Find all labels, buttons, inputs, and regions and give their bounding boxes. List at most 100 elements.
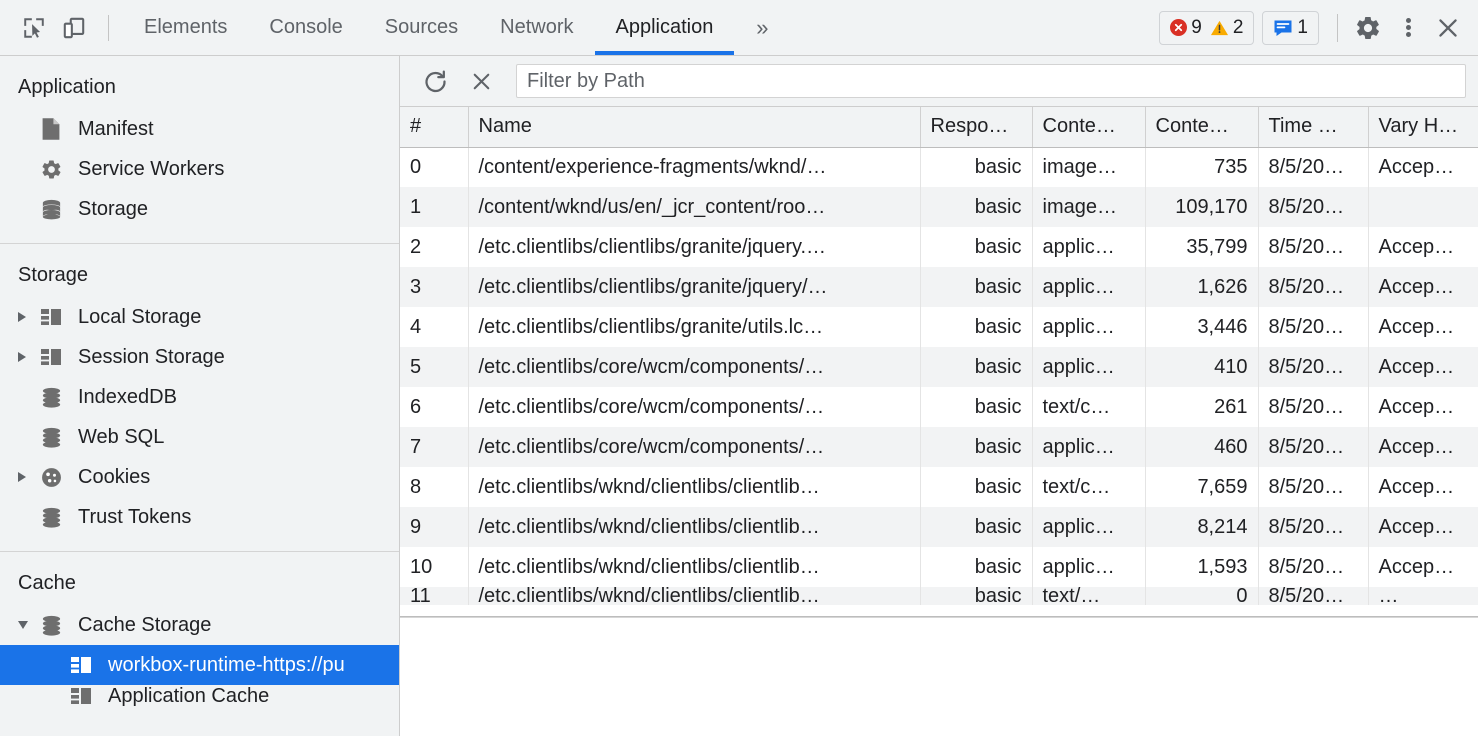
- error-count-label: 9: [1191, 16, 1202, 38]
- sidebar-item-trust-tokens[interactable]: Trust Tokens: [0, 497, 399, 537]
- table-row[interactable]: 4 /etc.clientlibs/clientlibs/granite/uti…: [400, 307, 1478, 347]
- clear-x-icon[interactable]: [460, 60, 502, 102]
- sidebar-item-indexeddb[interactable]: IndexedDB: [0, 377, 399, 417]
- sidebar-item-cache-storage[interactable]: Cache Storage: [0, 605, 399, 645]
- sidebar-item-local-storage[interactable]: Local Storage: [0, 297, 399, 337]
- issues-counter-group[interactable]: 9 2: [1159, 10, 1255, 45]
- cell-content-type: applic…: [1032, 347, 1146, 387]
- column-header-name[interactable]: Name: [468, 107, 921, 148]
- column-header-content-length[interactable]: Conte…: [1145, 107, 1259, 148]
- sidebar-item-web-sql[interactable]: Web SQL: [0, 417, 399, 457]
- inspect-cursor-icon[interactable]: [14, 8, 54, 48]
- message-counter[interactable]: 1: [1273, 17, 1308, 39]
- expand-chevron-right-icon[interactable]: [18, 472, 40, 482]
- table-row[interactable]: 7 /etc.clientlibs/core/wcm/components/… …: [400, 427, 1478, 467]
- cell-response-type: basic: [920, 227, 1033, 267]
- error-icon: [1170, 19, 1188, 36]
- cell-time-cached: 8/5/20…: [1258, 467, 1369, 507]
- table-row[interactable]: 5 /etc.clientlibs/core/wcm/components/… …: [400, 347, 1478, 387]
- cell-index: 6: [400, 387, 469, 427]
- gear-icon: [40, 158, 70, 181]
- tab-application[interactable]: Application: [594, 0, 735, 55]
- table-row[interactable]: 10 /etc.clientlibs/wknd/clientlibs/clien…: [400, 547, 1478, 587]
- table-row[interactable]: 8 /etc.clientlibs/wknd/clientlibs/client…: [400, 467, 1478, 507]
- error-counter[interactable]: 9: [1170, 17, 1202, 39]
- cell-vary-header: [1368, 187, 1478, 227]
- cell-name: /etc.clientlibs/clientlibs/granite/utils…: [468, 307, 921, 347]
- sidebar-item-session-storage-label: Session Storage: [78, 345, 225, 368]
- cell-content-length: 1,593: [1145, 547, 1259, 587]
- device-toolbar-icon[interactable]: [54, 8, 94, 48]
- filter-by-path-input[interactable]: [516, 64, 1466, 98]
- cell-vary-header: …: [1378, 587, 1399, 605]
- cell-content-length: 1,626: [1145, 267, 1259, 307]
- tab-network[interactable]: Network: [479, 0, 594, 55]
- messages-counter-group[interactable]: 1: [1262, 10, 1319, 45]
- cell-index: 0: [400, 147, 469, 187]
- warning-counter[interactable]: 2: [1210, 17, 1243, 39]
- cell-name: /etc.clientlibs/clientlibs/granite/jquer…: [468, 227, 921, 267]
- sidebar-item-manifest[interactable]: Manifest: [0, 109, 399, 149]
- tab-console[interactable]: Console: [248, 0, 363, 55]
- column-header-content-type[interactable]: Conte…: [1032, 107, 1146, 148]
- column-header-response-type[interactable]: Respo…: [920, 107, 1033, 148]
- column-header-index[interactable]: #: [400, 107, 469, 148]
- application-sidebar: Application Manifest Service Workers Sto…: [0, 56, 400, 736]
- devtools-toolbar: Elements Console Sources Network Applica…: [0, 0, 1478, 56]
- cell-vary-header: Accep…: [1378, 315, 1455, 338]
- cell-response-type: basic: [920, 267, 1033, 307]
- cache-entries-table-container[interactable]: # Name Respo… Conte… Conte… Time … Vary …: [400, 107, 1478, 617]
- expand-chevron-right-icon[interactable]: [18, 312, 40, 322]
- cell-index: 9: [400, 507, 469, 547]
- sidebar-item-application-cache[interactable]: Application Cache: [0, 685, 399, 707]
- table-row[interactable]: 6 /etc.clientlibs/core/wcm/components/… …: [400, 387, 1478, 427]
- refresh-icon[interactable]: [414, 60, 456, 102]
- column-header-time-cached[interactable]: Time …: [1258, 107, 1369, 148]
- sidebar-item-session-storage[interactable]: Session Storage: [0, 337, 399, 377]
- table-grid-icon: [40, 307, 70, 327]
- sidebar-item-cookies[interactable]: Cookies: [0, 457, 399, 497]
- more-tabs-chevron-icon[interactable]: »: [734, 0, 790, 55]
- cell-time-cached: 8/5/20…: [1258, 227, 1369, 267]
- cell-content-type: text/…: [1032, 587, 1146, 605]
- cell-content-length: 7,659: [1145, 467, 1259, 507]
- table-body: 0 /content/experience-fragments/wknd/… b…: [400, 147, 1478, 605]
- cell-time-cached: 8/5/20…: [1258, 307, 1369, 347]
- tab-sources[interactable]: Sources: [364, 0, 479, 55]
- column-header-vary-header[interactable]: Vary H…: [1368, 107, 1478, 148]
- table-row[interactable]: 0 /content/experience-fragments/wknd/… b…: [400, 147, 1478, 187]
- cell-vary-header: Accep…: [1378, 235, 1455, 258]
- cell-time-cached: 8/5/20…: [1258, 187, 1369, 227]
- cell-index: 11: [400, 587, 469, 605]
- table-row[interactable]: 9 /etc.clientlibs/wknd/clientlibs/client…: [400, 507, 1478, 547]
- cell-response-type: basic: [920, 507, 1033, 547]
- gear-icon[interactable]: [1348, 8, 1388, 48]
- cell-time-cached: 8/5/20…: [1258, 547, 1369, 587]
- sidebar-item-workbox-runtime-cache[interactable]: workbox-runtime-https://pu: [0, 645, 399, 685]
- table-row[interactable]: 1 /content/wknd/us/en/_jcr_content/roo… …: [400, 187, 1478, 227]
- table-row[interactable]: 2 /etc.clientlibs/clientlibs/granite/jqu…: [400, 227, 1478, 267]
- kebab-menu-icon[interactable]: [1388, 8, 1428, 48]
- sidebar-item-indexeddb-label: IndexedDB: [78, 385, 177, 408]
- cell-content-type: applic…: [1032, 227, 1146, 267]
- cell-index: 8: [400, 467, 469, 507]
- cell-response-type: basic: [920, 427, 1033, 467]
- tab-elements[interactable]: Elements: [123, 0, 248, 55]
- cell-time-cached: 8/5/20…: [1258, 267, 1369, 307]
- table-row[interactable]: 11 /etc.clientlibs/wknd/clientlibs/clien…: [400, 587, 1478, 605]
- cell-name: /content/experience-fragments/wknd/…: [468, 147, 921, 187]
- cell-name: /etc.clientlibs/core/wcm/components/…: [468, 427, 921, 467]
- cell-content-length: 3,446: [1145, 307, 1259, 347]
- sidebar-item-storage[interactable]: Storage: [0, 189, 399, 229]
- cell-time-cached: 8/5/20…: [1258, 587, 1369, 605]
- cell-content-length: 8,214: [1145, 507, 1259, 547]
- sidebar-section-application: Application Manifest Service Workers Sto…: [0, 56, 399, 244]
- close-icon[interactable]: [1428, 8, 1468, 48]
- collapse-chevron-down-icon[interactable]: [18, 621, 40, 629]
- sidebar-item-service-workers[interactable]: Service Workers: [0, 149, 399, 189]
- expand-chevron-right-icon[interactable]: [18, 352, 40, 362]
- cell-content-type: applic…: [1032, 547, 1146, 587]
- table-row[interactable]: 3 /etc.clientlibs/clientlibs/granite/jqu…: [400, 267, 1478, 307]
- tab-network-label: Network: [500, 16, 574, 38]
- cell-index: 2: [400, 227, 469, 267]
